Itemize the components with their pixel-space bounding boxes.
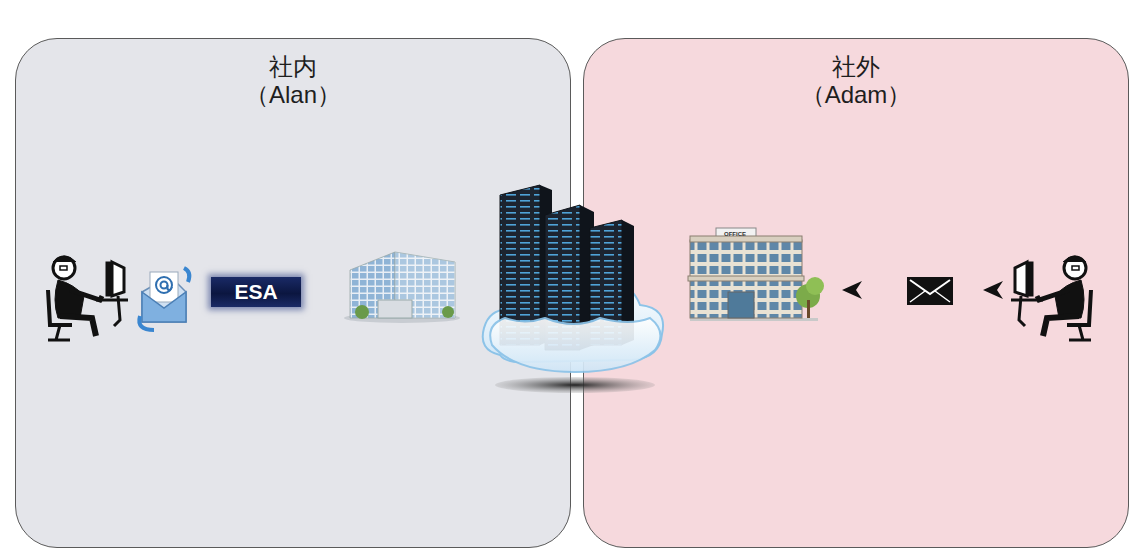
envelope-icon	[907, 277, 953, 305]
appliance-label: ESA	[234, 280, 277, 304]
esa-appliance: ESA	[211, 277, 301, 307]
zone-title: 社外 （Adam）	[800, 53, 912, 108]
user-left	[48, 256, 128, 340]
office-building-right	[688, 228, 824, 321]
internal-zone: 社内 （Alan） ESA	[15, 38, 571, 548]
email-icon	[139, 268, 189, 330]
user-right	[1011, 256, 1091, 340]
sign-text: OFFICE	[724, 231, 746, 237]
cloud-servers	[483, 185, 663, 393]
zone-title: 社内 （Alan）	[237, 53, 349, 108]
office-building-left	[344, 252, 460, 323]
